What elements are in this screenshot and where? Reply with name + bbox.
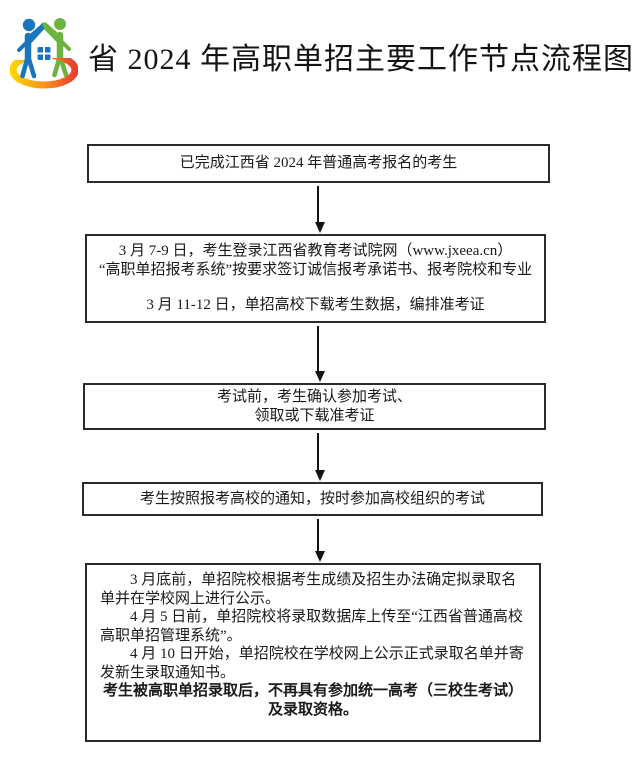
flow-box-text: 已完成江西省 2024 年普通高考报名的考生 (179, 155, 458, 171)
arrow-down-icon (315, 519, 325, 562)
flow-box-paragraph-bold-note: 考生被高职单招录取后，不再具有参加统一高考（三校生考试）及录取资格。 (102, 683, 523, 718)
flow-box-paragraph: 4 月 5 日前，单招院校将录取数据库上传至“江西省普通高校高职单招管理系统”。 (100, 609, 523, 644)
flow-box-text: 考试前，考生确认参加考试、 (216, 388, 412, 405)
flow-box-paragraph: 4 月 10 日开始，单招院校在学校网上公示正式录取名单并寄发新生录取通知书。 (100, 646, 524, 681)
flow-box-attend-exam: 考生按照报考高校的通知，按时参加高校组织的考试 (82, 482, 543, 516)
flow-box-paragraph: 3 月底前，单招院校根据考生成绩及招生办法确定拟录取名单并在学校网上进行公示。 (100, 572, 517, 607)
flow-box-online-application: 3 月 7-9 日，考生登录江西省教育考试院网（www.jxeea.cn） “高… (85, 234, 546, 323)
flow-box-text: 3 月 11-12 日，单招高校下载考生数据，编排准考证 (146, 297, 485, 313)
flow-box-completed-registration: 已完成江西省 2024 年普通高考报名的考生 (87, 144, 550, 183)
flow-box-text: 领取或下载准考证 (254, 407, 375, 424)
flow-box-text: 考生按照报考高校的通知，按时参加高校组织的考试 (139, 490, 485, 507)
flow-box-admission-publicity: 3 月底前，单招院校根据考生成绩及招生办法确定拟录取名单并在学校网上进行公示。 … (85, 563, 541, 742)
arrow-down-icon (315, 433, 325, 481)
flow-box-confirm-ticket: 考试前，考生确认参加考试、 领取或下载准考证 (83, 383, 546, 430)
flow-box-text: 3 月 7-9 日，考生登录江西省教育考试院网（www.jxeea.cn） (118, 243, 513, 259)
house-people-swoosh-logo-icon (9, 12, 79, 96)
arrow-down-icon (315, 326, 325, 382)
page-title: 省 2024 年高职单招主要工作节点流程图 (88, 43, 634, 76)
flow-box-text: “高职单招报考系统”按要求签订诚信报考承诺书、报考院校和专业 (98, 262, 533, 278)
arrow-down-icon (315, 186, 325, 233)
